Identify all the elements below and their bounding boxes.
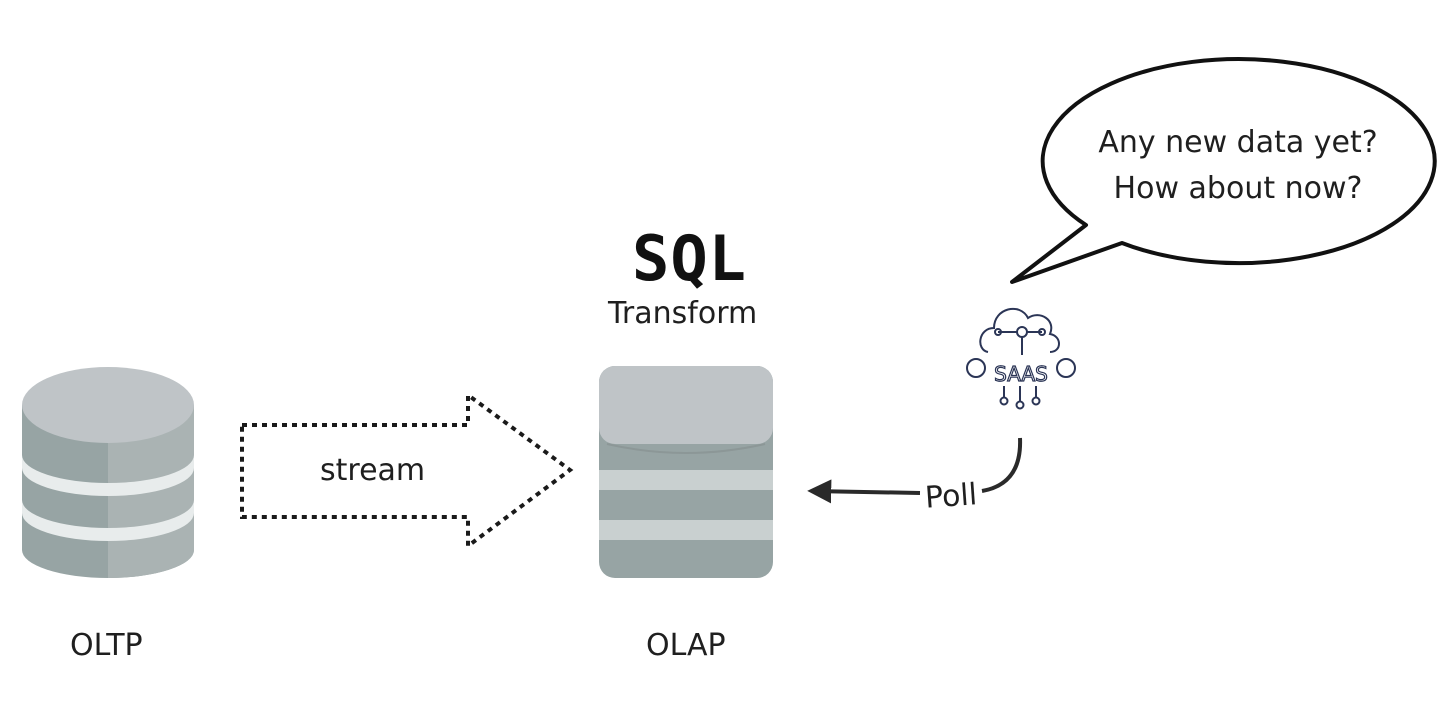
- oltp-database-icon: [22, 367, 194, 578]
- poll-arrow: [807, 437, 1023, 504]
- speech-bubble-line-1: Any new data yet?: [1098, 125, 1378, 160]
- transform-label: Transform: [608, 296, 758, 331]
- saas-icon-text: SAAS: [994, 362, 1048, 386]
- saas-cloud-icon: SAAS: [966, 308, 1076, 410]
- sql-title: SQL: [632, 222, 747, 295]
- oltp-label: OLTP: [70, 628, 143, 663]
- olap-label: OLAP: [646, 628, 726, 663]
- poll-label: Poll: [923, 477, 979, 516]
- speech-bubble-line-2: How about now?: [1113, 171, 1363, 206]
- speech-bubble: [1010, 57, 1437, 284]
- stream-arrow: [240, 391, 574, 550]
- stream-label: stream: [320, 453, 426, 488]
- speech-bubble-text: Any new data yet? How about now?: [1073, 120, 1403, 212]
- olap-database-icon: [599, 366, 773, 578]
